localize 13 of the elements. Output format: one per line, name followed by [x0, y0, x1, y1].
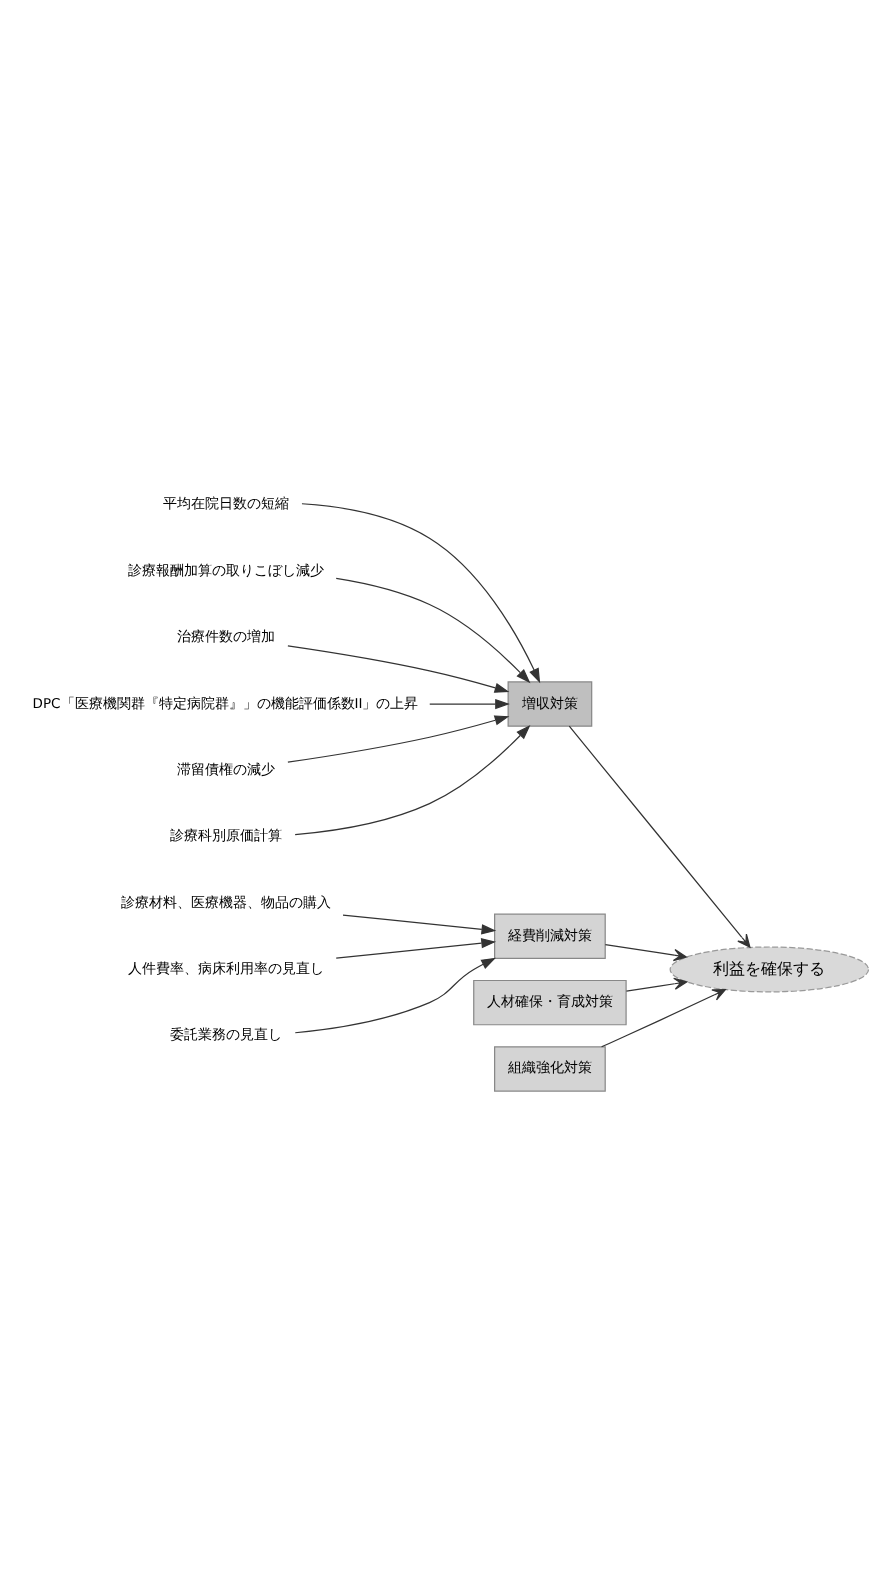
arrow: [301, 503, 541, 684]
arrow: [294, 957, 496, 1034]
arrow: [335, 938, 497, 959]
arrow: [429, 698, 510, 710]
arrow: [568, 725, 751, 948]
arrow: [287, 715, 510, 763]
arrow: [625, 977, 688, 992]
arrow: [294, 724, 531, 836]
arrow: [287, 645, 510, 693]
arrow: [604, 943, 687, 962]
arrow: [601, 989, 726, 1048]
arrow: [342, 914, 497, 935]
arrow: [335, 577, 531, 684]
